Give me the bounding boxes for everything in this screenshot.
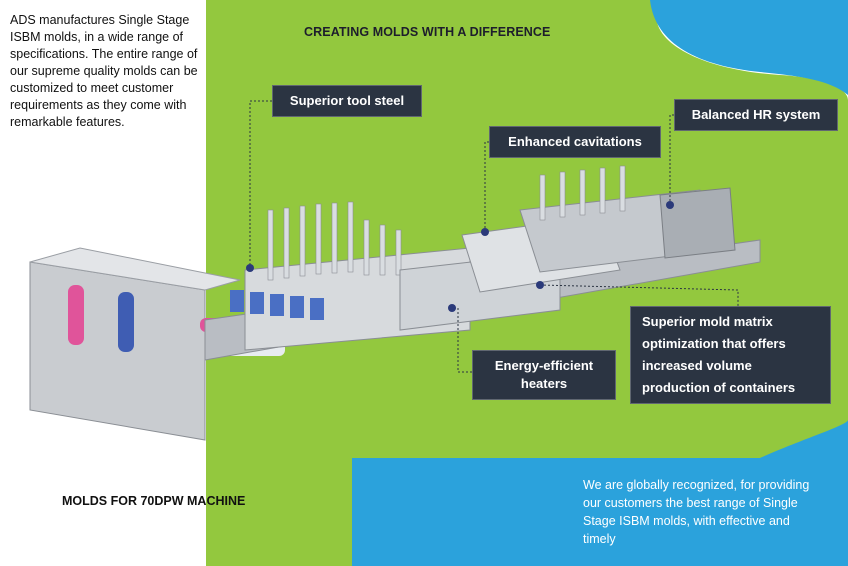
callout-heaters-line1: Energy-efficient	[494, 358, 594, 373]
callout-heaters-line2: heaters	[520, 376, 568, 391]
mold-illustration	[29, 165, 761, 441]
callout-matrix-line1: Superior mold matrix	[642, 314, 773, 329]
callout-superior-tool-steel: Superior tool steel	[272, 85, 422, 117]
callout-energy-efficient-heaters: Energy-efficient heaters	[472, 350, 616, 400]
bottom-title: MOLDS FOR 70DPW MACHINE	[62, 494, 246, 508]
callout-matrix-line2: optimization that offers	[642, 336, 786, 351]
recognition-text: We are globally recognized, for providin…	[583, 478, 810, 546]
callout-matrix-line4: production of containers	[642, 380, 796, 395]
callout-mold-matrix-optimization: Superior mold matrix optimization that o…	[630, 306, 831, 404]
blue-block-bottom	[352, 458, 848, 566]
page-headline: CREATING MOLDS WITH A DIFFERENCE	[304, 25, 551, 39]
blue-corner-top	[650, 0, 848, 95]
intro-paragraph: ADS manufactures Single Stage ISBM molds…	[10, 13, 198, 129]
callout-matrix-line3: increased volume	[642, 358, 752, 373]
callout-balanced-hr-system: Balanced HR system	[674, 99, 838, 131]
callout-enhanced-cavitations: Enhanced cavitations	[489, 126, 661, 158]
